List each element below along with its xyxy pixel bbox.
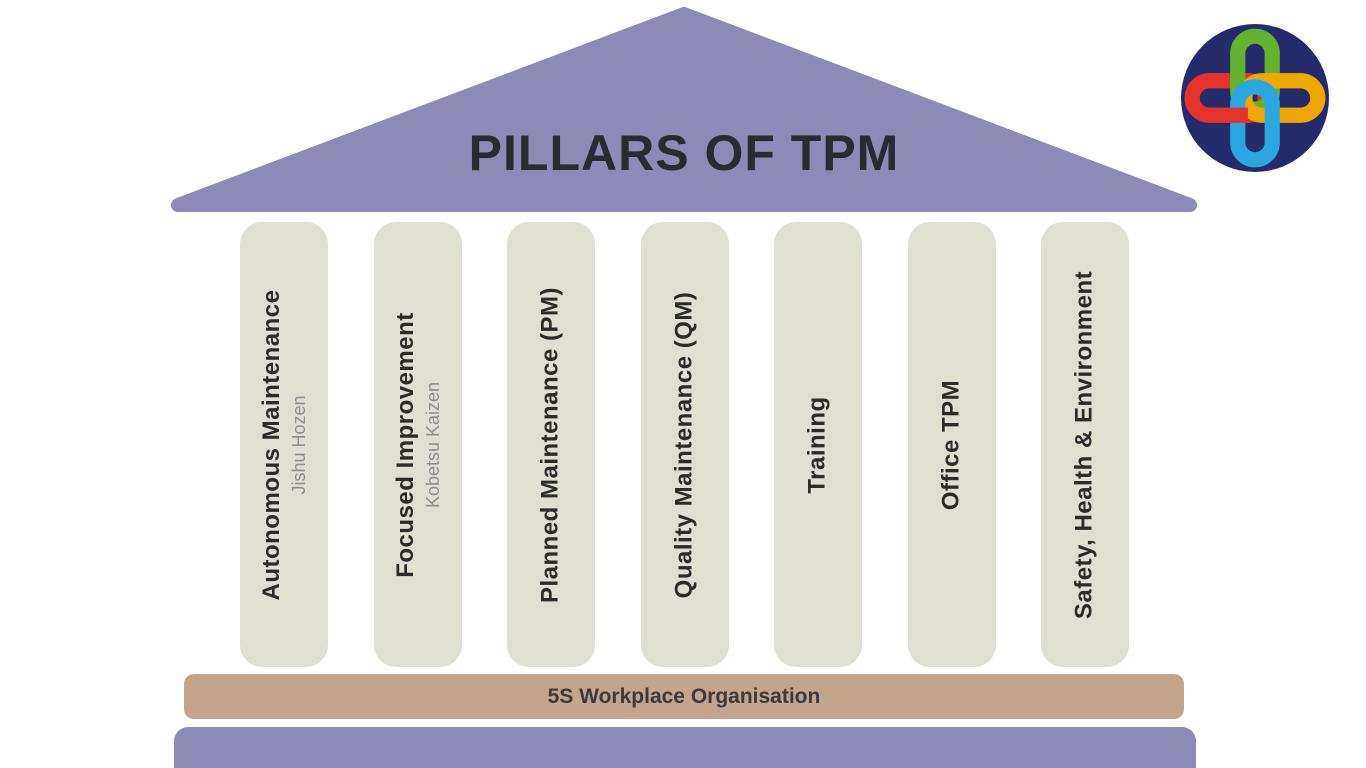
pillar-autonomous-maintenance: Autonomous Maintenance Jishu Hozen [240,222,328,667]
roof-triangle [171,7,1197,212]
pillar-planned-maintenance: Planned Maintenance (PM) [507,222,595,667]
base-bar-label: 5S Workplace Organisation [547,684,821,708]
pillar-safety-health-environment: Safety, Health & Environment [1041,222,1129,667]
foundation-bar [174,727,1196,768]
pillar-training: Training [774,222,862,667]
pillar-sublabel: Jishu Hozen [288,394,309,495]
pillar-label: Office TPM [937,379,965,510]
interlocking-links-logo-icon [1181,24,1329,172]
pillar-label: Safety, Health & Environment [1070,270,1098,619]
pillar-label: Focused Improvement [391,311,419,578]
page-title: PILLARS OF TPM [468,125,900,181]
pillar-focused-improvement: Focused Improvement Kobetsu Kaizen [373,222,462,667]
pillar-quality-maintenance: Quality Maintenance (QM) [640,222,729,667]
pillar-label: Autonomous Maintenance [257,288,285,601]
pillar-label: Training [803,395,831,494]
pillar-sublabel: Kobetsu Kaizen [422,381,443,508]
pillar-office-tpm: Office TPM [907,222,996,667]
pillar-label: Quality Maintenance (QM) [670,291,698,598]
base-bar-5s: 5S Workplace Organisation [184,674,1184,719]
pillar-label: Planned Maintenance (PM) [536,286,564,603]
pillars-row: Autonomous Maintenance Jishu Hozen Focus… [240,222,1129,667]
